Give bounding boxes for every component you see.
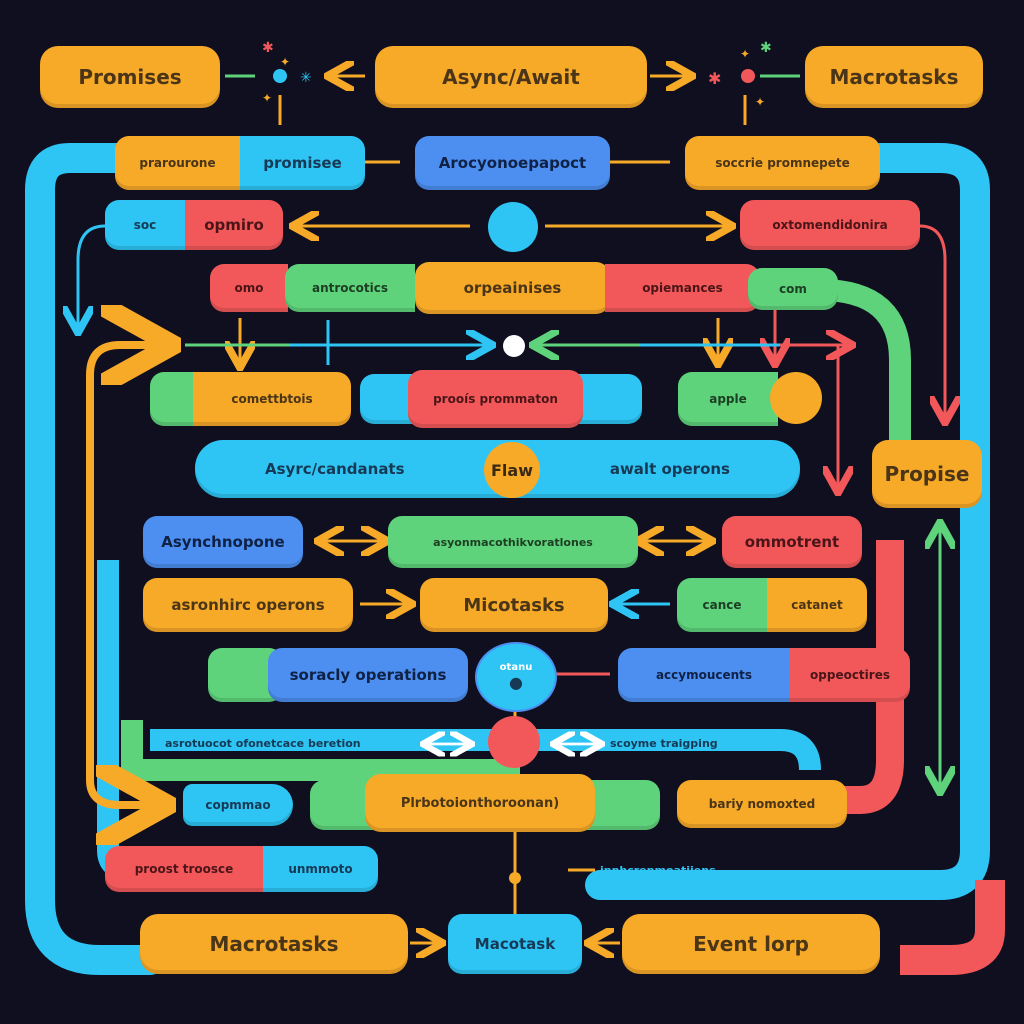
green-inner-frame bbox=[819, 279, 911, 440]
plrbotoion-node: Plrbotoionthoroonan) bbox=[365, 774, 595, 832]
copmmao-node: copmmao bbox=[183, 784, 293, 826]
svg-text:✱: ✱ bbox=[708, 69, 721, 88]
red-bottom-right bbox=[900, 880, 1005, 975]
svg-text:✦: ✦ bbox=[262, 91, 272, 105]
flaw-left-label: Asyrc/candanats bbox=[265, 460, 405, 478]
promises-node: Promises bbox=[40, 46, 220, 108]
scoyme-label: scoyme traigping bbox=[610, 737, 718, 750]
soc-node: soc bbox=[105, 200, 185, 250]
macrotasks-top-node: Macrotasks bbox=[805, 46, 983, 108]
otanu-label: otanu bbox=[499, 662, 533, 673]
junction-dot bbox=[509, 872, 521, 884]
orpeainises-node: orpeainises bbox=[415, 262, 610, 314]
flaw-circle: Flaw bbox=[484, 442, 540, 498]
svg-text:✱: ✱ bbox=[760, 40, 772, 56]
svg-text:✦: ✦ bbox=[755, 95, 765, 109]
proois-node: prooís prommaton bbox=[408, 370, 583, 428]
catanet-node: catanet bbox=[767, 578, 867, 632]
antrocotics-node: antrocotics bbox=[285, 264, 415, 312]
sparkle-right-icon: ✱ ✱ ✦ ✦ bbox=[708, 40, 772, 109]
asrotuocot-label: asrotuocot ofonetcace beretion bbox=[165, 737, 361, 750]
oppeoctires-node: oppeoctires bbox=[790, 648, 910, 702]
svg-text:✦: ✦ bbox=[280, 55, 290, 69]
soccrie-node: soccrie promnepete bbox=[685, 136, 880, 190]
flaw-right-label: awalt operons bbox=[609, 460, 730, 478]
red-junction-circle bbox=[488, 716, 540, 768]
macotask-node: Macotask bbox=[448, 914, 582, 974]
red-right-frame bbox=[820, 540, 904, 814]
innhcrep-label: innhcrepmoatiiens bbox=[600, 864, 716, 877]
asynchnopone-node: Asynchnopone bbox=[143, 516, 303, 568]
bariy-node: bariy nomoxted bbox=[677, 780, 847, 828]
comettbtois-node: comettbtois bbox=[193, 372, 351, 426]
person-icon: ● bbox=[509, 673, 523, 692]
prarourone-node: prarourone bbox=[115, 136, 240, 190]
accymoucents-node: accymoucents bbox=[618, 648, 790, 702]
proost-node: proost troosce bbox=[105, 846, 263, 892]
micotasks-node: Micotasks bbox=[420, 578, 608, 632]
center-dot bbox=[503, 335, 525, 357]
svg-text:✳: ✳ bbox=[300, 70, 312, 86]
promisee-node: promisee bbox=[240, 136, 365, 190]
ommotrent-node: ommotrent bbox=[722, 516, 862, 568]
outer-blue-loop-right bbox=[585, 143, 990, 900]
opmiro-node: opmiro bbox=[185, 200, 283, 250]
oxtomendidonira-node: oxtomendidonira bbox=[740, 200, 920, 250]
opiemances-node: opiemances bbox=[605, 264, 760, 312]
omo-node: omo bbox=[210, 264, 288, 312]
sparkle-left-icon: ✱ ✦ ✦ ✳ bbox=[262, 40, 312, 105]
soracly-node: soracly operations bbox=[268, 648, 468, 702]
com-node: com bbox=[748, 268, 838, 310]
event-loop-node: Event lorp bbox=[622, 914, 880, 974]
arocyonoepapoct-node: Arocyonoepapoct bbox=[415, 136, 610, 190]
apple-node: apple bbox=[678, 372, 778, 426]
propise-node: Propise bbox=[872, 440, 982, 508]
otanu-circle: otanu ● bbox=[475, 642, 557, 712]
orange-bubble bbox=[770, 372, 822, 424]
macrotasks-bottom-node: Macrotasks bbox=[140, 914, 408, 974]
cance-node: cance bbox=[677, 578, 767, 632]
async-await-node: Async/Await bbox=[375, 46, 647, 108]
outer-blue-loop bbox=[25, 143, 165, 975]
green-cap-left bbox=[150, 372, 195, 426]
blue-band-lower bbox=[150, 729, 821, 771]
asyonmaco-node: asyonmacothikvoratlones bbox=[388, 516, 638, 568]
unmmoto-node: unmmoto bbox=[263, 846, 378, 892]
asronhirc-node: asronhirc operons bbox=[143, 578, 353, 632]
svg-text:✱: ✱ bbox=[262, 40, 274, 56]
hub-circle-top bbox=[488, 202, 538, 252]
svg-text:✦: ✦ bbox=[740, 47, 750, 61]
